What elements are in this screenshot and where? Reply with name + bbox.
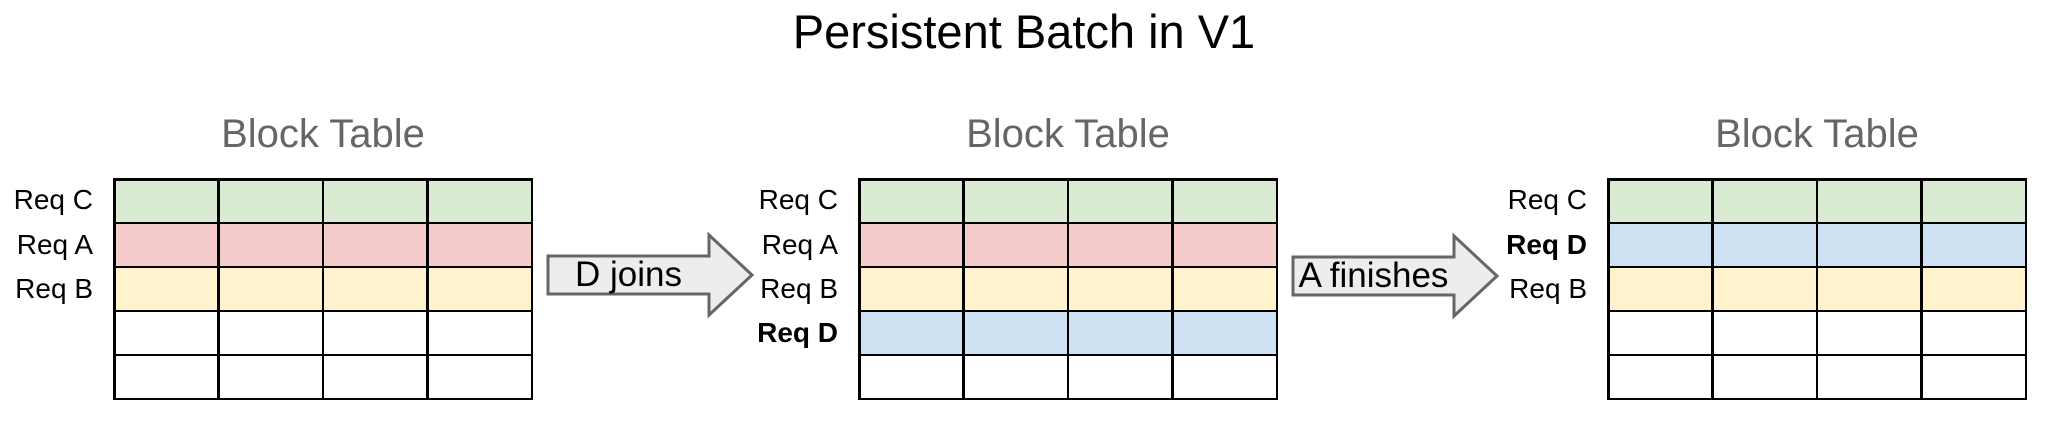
row-label-req-d: Req D (1506, 228, 1587, 260)
block-cell (428, 180, 531, 222)
row-labels: Req C Req A Req B (0, 178, 93, 400)
block-cell (1173, 268, 1276, 310)
row-label-req-d: Req D (757, 317, 838, 349)
block-cell (219, 312, 322, 354)
row-label-empty (0, 356, 93, 400)
block-cell (964, 312, 1067, 354)
block-cell (1713, 268, 1816, 310)
block-table-group-1: Block Table Req C Req A Req B (0, 112, 533, 407)
block-cell (219, 224, 322, 266)
block-cell (1173, 180, 1276, 222)
block-cell (219, 180, 322, 222)
block-cell (1818, 180, 1921, 222)
block-cell (324, 224, 427, 266)
block-cell (324, 268, 427, 310)
block-cell (1069, 180, 1172, 222)
block-table-title: Block Table (221, 112, 425, 156)
block-cell (1069, 312, 1172, 354)
block-table-title: Block Table (1715, 112, 1919, 156)
arrow-d-joins: D joins (546, 231, 755, 319)
arrow-right-icon (1291, 232, 1500, 320)
block-cell (115, 224, 218, 266)
block-cell (1713, 224, 1816, 266)
block-cell (428, 312, 531, 354)
block-cell (1922, 312, 2025, 354)
block-cell (1922, 268, 2025, 310)
block-cell (1609, 268, 1712, 310)
block-cell (1922, 224, 2025, 266)
block-cell (964, 224, 1067, 266)
row-label-empty (0, 311, 93, 355)
block-cell (428, 356, 531, 398)
row-label-req-c: Req C (1507, 184, 1587, 216)
block-cell (1922, 180, 2025, 222)
block-cell (1173, 224, 1276, 266)
block-cell (115, 268, 218, 310)
block-table-grid (858, 178, 1278, 400)
block-cell (219, 356, 322, 398)
block-cell (964, 268, 1067, 310)
block-cell (1609, 356, 1712, 398)
row-labels: Req C Req D Req B (1492, 178, 1587, 400)
block-cell (860, 356, 963, 398)
block-cell (428, 224, 531, 266)
block-cell (115, 312, 218, 354)
row-label-req-b: Req B (1509, 272, 1587, 304)
block-cell (1713, 312, 1816, 354)
row-label-req-a: Req A (16, 228, 93, 260)
diagram-title: Persistent Batch in V1 (792, 5, 1256, 58)
block-cell (964, 180, 1067, 222)
block-table-grid (1607, 178, 2027, 400)
block-cell (1818, 224, 1921, 266)
block-cell (324, 356, 427, 398)
block-cell (428, 268, 531, 310)
block-table-group-3: Block Table Req C Req D Req B (1492, 112, 2027, 407)
block-cell (1713, 180, 1816, 222)
block-cell (1713, 356, 1816, 398)
block-cell (1173, 356, 1276, 398)
block-cell (964, 356, 1067, 398)
arrow-a-finishes: A finishes (1291, 232, 1500, 320)
block-cell (1609, 224, 1712, 266)
arrow-label: A finishes (1298, 256, 1449, 295)
block-cell (860, 312, 963, 354)
block-cell (1069, 224, 1172, 266)
block-table-group-2: Block Table Req C Req A Req B Req D (743, 112, 1278, 407)
row-label-req-b: Req B (15, 272, 93, 304)
block-cell (1069, 356, 1172, 398)
block-cell (219, 268, 322, 310)
block-cell (860, 224, 963, 266)
block-cell (1069, 268, 1172, 310)
block-cell (115, 356, 218, 398)
block-cell (1818, 312, 1921, 354)
block-cell (324, 180, 427, 222)
block-cell (1173, 312, 1276, 354)
block-cell (1818, 268, 1921, 310)
row-label-req-b: Req B (760, 272, 838, 304)
arrow-label: D joins (575, 255, 682, 294)
row-label-req-c: Req C (13, 184, 93, 216)
block-cell (115, 180, 218, 222)
block-cell (1609, 312, 1712, 354)
row-label-empty (1492, 356, 1587, 400)
block-cell (1922, 356, 2025, 398)
block-cell (860, 180, 963, 222)
block-cell (1818, 356, 1921, 398)
row-label-empty (743, 356, 838, 400)
block-table-title: Block Table (966, 112, 1170, 156)
block-cell (324, 312, 427, 354)
block-cell (860, 268, 963, 310)
arrow-right-icon (546, 231, 755, 319)
block-cell (1609, 180, 1712, 222)
block-table-grid (113, 178, 533, 400)
row-label-empty (1492, 311, 1587, 355)
row-labels: Req C Req A Req B Req D (743, 178, 838, 400)
row-label-req-a: Req A (761, 228, 838, 260)
row-label-req-c: Req C (758, 184, 838, 216)
